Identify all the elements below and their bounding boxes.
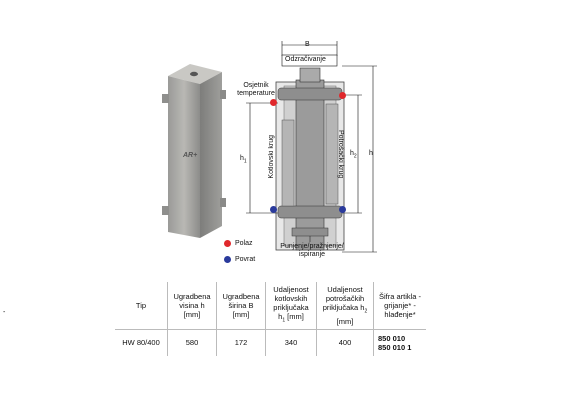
cell-sirina: 172 <box>216 329 266 356</box>
h-label: h <box>369 150 373 157</box>
cell-visina: 580 <box>167 329 217 356</box>
table-row: HW 80/400 580 172 340 400 850 010 850 01… <box>115 329 426 356</box>
supply-dot-consumer <box>339 92 346 99</box>
col-visina: Ugradbena visina h [mm] <box>167 282 217 330</box>
sensor-label: Osjetnik temperature <box>237 82 275 97</box>
cell-h1: 340 <box>265 329 317 356</box>
return-dot-boiler <box>270 206 277 213</box>
h1-label: h1 <box>240 155 247 165</box>
spec-table: Tip Ugradbena visina h [mm] Ugradbena ši… <box>115 282 426 356</box>
col-h2: Udaljenost potrošačkih priključaka h2 [m… <box>316 282 374 330</box>
h2-label: h2 <box>350 150 357 160</box>
vent-label: Odzračivanje <box>285 56 326 63</box>
legend-supply-dot <box>224 240 231 247</box>
return-dot-consumer <box>339 206 346 213</box>
sifra-heating: 850 010 <box>378 333 406 343</box>
dim-b-label: B <box>305 41 310 48</box>
sifra-cooling: 850 010 1 <box>378 342 412 352</box>
col-tip: Tip <box>115 282 168 330</box>
consumer-circuit-label: Potrošački krug <box>337 130 344 179</box>
legend-return-label: Povrat <box>235 256 256 263</box>
col-sifra: Šifra artikla -grijanje* -hlađenje* <box>373 282 426 330</box>
product-photo <box>162 64 226 238</box>
col-h1: Udaljenost kotlovskih priključaka h1 [mm… <box>265 282 317 330</box>
margin-mark: - <box>3 309 6 316</box>
supply-dot-boiler <box>270 99 277 106</box>
brand-logo: AR+ <box>183 152 198 159</box>
cell-sifra: 850 010 850 010 1 <box>374 329 427 356</box>
col-sirina: Ugradbena širina B [mm] <box>216 282 266 330</box>
legend-supply-label: Polaz <box>235 240 253 247</box>
technical-drawing <box>246 41 377 253</box>
table-header-row: Tip Ugradbena visina h [mm] Ugradbena ši… <box>115 282 426 330</box>
cell-tip: HW 80/400 <box>115 329 168 356</box>
cell-h2: 400 <box>316 329 374 356</box>
fill-drain-label: Punjenje/pražnjenje/ ispiranje <box>280 243 344 258</box>
legend-return-dot <box>224 256 231 263</box>
boiler-circuit-label: Kotlovski krug <box>268 135 275 179</box>
